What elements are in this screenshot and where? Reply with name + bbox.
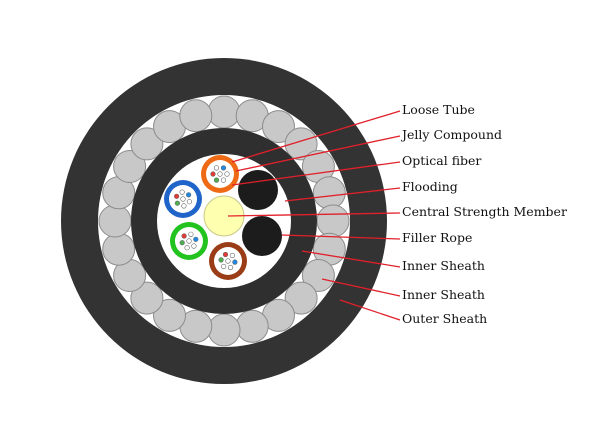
label-loose-tube: Loose Tube <box>402 102 475 117</box>
armor-wire <box>207 313 241 347</box>
optical-fiber <box>229 252 235 259</box>
optical-fiber <box>179 240 185 246</box>
optical-fiber <box>213 165 220 171</box>
leader-line <box>231 161 401 186</box>
optical-fiber <box>221 263 227 270</box>
optical-fiber <box>179 189 185 195</box>
label-jelly-compound: Jelly Compound <box>402 127 503 142</box>
leader-lines <box>227 110 401 321</box>
armor-wire <box>316 204 350 238</box>
armor-wire <box>130 127 164 161</box>
optical-fiber <box>188 231 194 237</box>
label-inner-sheath-1: Inner Sheath <box>402 258 485 273</box>
leader-line <box>321 278 401 297</box>
optical-fiber <box>232 259 238 265</box>
loose-tubes <box>164 155 247 280</box>
optical-fiber <box>213 177 220 183</box>
armor-wire <box>235 309 269 343</box>
filler-rope-bottom <box>242 216 282 256</box>
optical-fiber <box>186 192 192 198</box>
leader-line <box>231 110 401 163</box>
optical-fiber <box>186 238 192 244</box>
leader-line <box>235 135 401 172</box>
optical-fiber <box>218 257 224 263</box>
optical-fiber <box>174 200 180 206</box>
optical-fiber <box>225 258 231 264</box>
optical-fiber <box>181 203 187 209</box>
armor-wire <box>179 99 213 133</box>
armor-wire <box>312 176 346 210</box>
label-outer-sheath: Outer Sheath <box>402 311 488 326</box>
label-inner-sheath-2: Inner Sheath <box>402 287 485 302</box>
armor-wire <box>284 127 318 161</box>
optical-fiber <box>222 251 229 258</box>
armor-wire <box>153 298 186 332</box>
optical-fiber <box>186 199 192 205</box>
armor-wire <box>301 259 335 292</box>
label-optical-fiber: Optical fiber <box>402 153 482 168</box>
optical-fiber <box>181 233 187 239</box>
optical-fiber <box>184 245 190 251</box>
label-flooding: Flooding <box>402 179 458 194</box>
optical-fiber <box>220 165 227 171</box>
optical-fiber <box>224 171 230 177</box>
optical-fiber <box>180 196 186 202</box>
optical-fiber <box>191 243 197 249</box>
optical-fiber <box>174 193 180 199</box>
leader-line <box>227 212 401 217</box>
armor-wire <box>284 281 318 315</box>
leader-line <box>281 234 401 240</box>
armor-wire <box>102 232 136 266</box>
armor-wire <box>130 281 164 315</box>
optical-fiber <box>210 171 216 177</box>
label-filler-rope: Filler Rope <box>402 230 473 245</box>
label-central-strength-member: Central Strength Member <box>402 204 567 219</box>
optical-fiber <box>193 236 199 242</box>
optical-fiber <box>227 264 234 271</box>
leader-line <box>301 250 401 268</box>
armor-wires <box>98 95 350 347</box>
leader-line <box>284 187 401 202</box>
leader-line <box>339 299 401 321</box>
armor-wire <box>113 150 147 183</box>
optical-fiber <box>217 171 223 177</box>
filler-rope-top <box>238 170 278 210</box>
optical-fiber <box>220 177 227 183</box>
armor-wire <box>262 110 295 144</box>
armor-wire <box>207 95 241 129</box>
armor-wire <box>98 204 132 238</box>
